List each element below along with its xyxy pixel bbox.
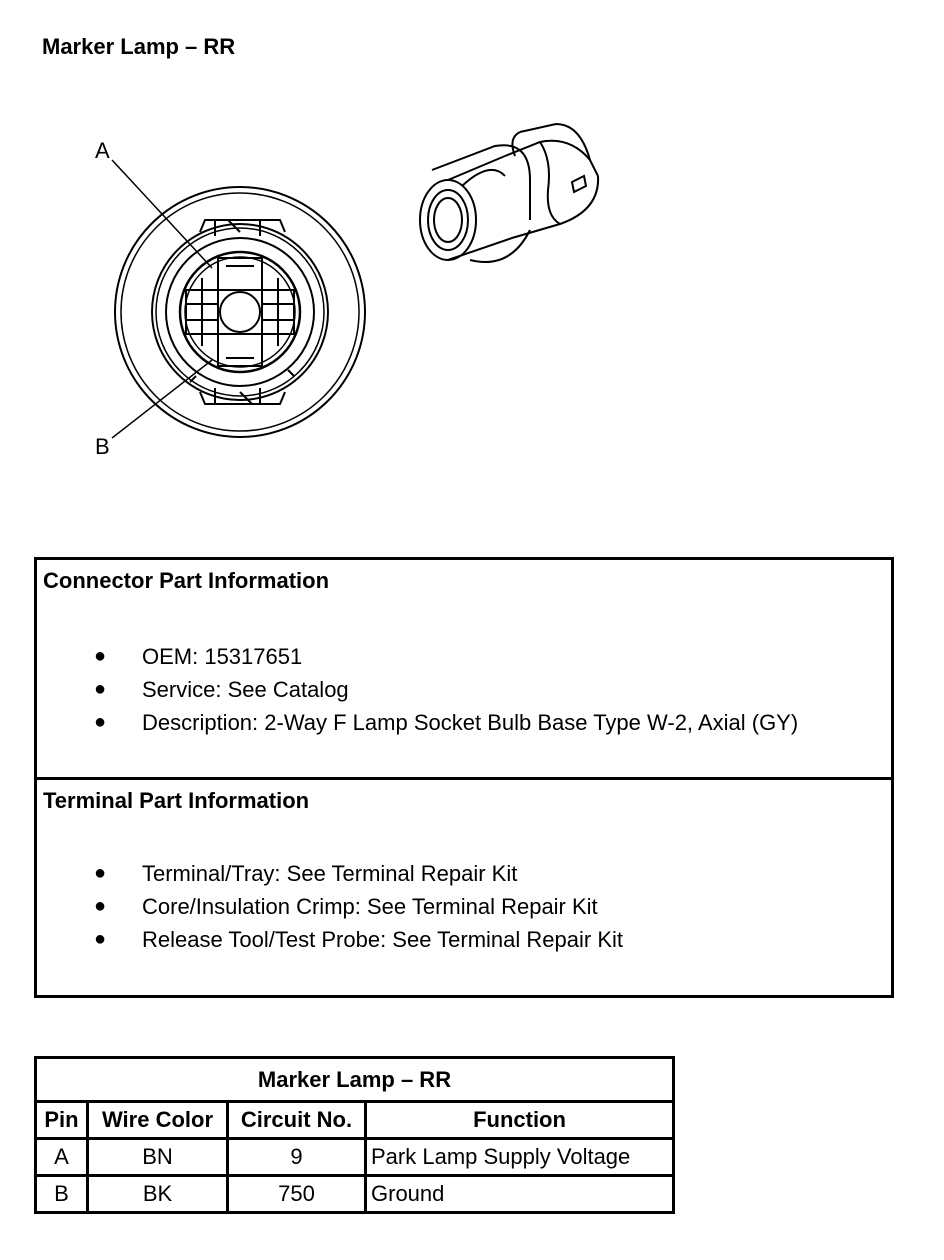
cell-function: Park Lamp Supply Voltage — [364, 1137, 675, 1177]
bullet-icon: ● — [94, 711, 107, 733]
callout-b: B — [95, 434, 110, 459]
header-circuit-no: Circuit No. — [226, 1100, 367, 1140]
connector-side-view — [419, 122, 600, 263]
header-pin: Pin — [34, 1100, 89, 1140]
list-item-text: Service: See Catalog — [142, 677, 349, 702]
list-item-text: Core/Insulation Crimp: See Terminal Repa… — [142, 894, 598, 919]
table-row: A BN 9 Park Lamp Supply Voltage — [34, 1137, 675, 1177]
list-item-text: OEM: 15317651 — [142, 644, 303, 669]
page-title: Marker Lamp – RR — [42, 34, 236, 59]
cell-circuit-no: 9 — [226, 1137, 367, 1177]
cell-pin: B — [34, 1174, 89, 1214]
bullet-icon: ● — [94, 862, 107, 884]
table-row: B BK 750 Ground — [34, 1174, 675, 1214]
cell-wire-color: BN — [86, 1137, 229, 1177]
cell-wire-color: BK — [86, 1174, 229, 1214]
list-item-text: Description: 2-Way F Lamp Socket Bulb Ba… — [142, 710, 799, 735]
list-item: ● Core/Insulation Crimp: See Terminal Rep… — [37, 890, 623, 923]
connector-part-info: Connector Part Information ● OEM: 1531765… — [34, 557, 894, 780]
connector-face-view — [114, 186, 366, 438]
cell-pin: A — [34, 1137, 89, 1177]
list-item: ● Release Tool/Test Probe: See Terminal R… — [37, 923, 623, 956]
list-item: ● Service: See Catalog — [37, 673, 798, 706]
terminal-info-heading: Terminal Part Information — [43, 788, 310, 813]
connector-info-heading: Connector Part Information — [43, 568, 330, 593]
list-item: ● Terminal/Tray: See Terminal Repair Kit — [37, 857, 623, 890]
cell-function: Ground — [364, 1174, 675, 1214]
pin-table: Marker Lamp – RR Pin Wire Color Circuit … — [34, 1056, 675, 1214]
cell-circuit-no: 750 — [226, 1174, 367, 1214]
bullet-icon: ● — [94, 895, 107, 917]
header-wire-color: Wire Color — [86, 1100, 229, 1140]
connector-info-list: ● OEM: 15317651 ● Service: See Catalog ● De… — [37, 640, 798, 739]
bullet-icon: ● — [94, 678, 107, 700]
terminal-part-info: Terminal Part Information ● Terminal/Tray… — [34, 777, 894, 998]
connector-diagram: A B — [95, 122, 600, 459]
bullet-icon: ● — [94, 928, 107, 950]
callout-a: A — [95, 138, 110, 163]
bullet-icon: ● — [94, 645, 107, 667]
list-item-text: Terminal/Tray: See Terminal Repair Kit — [142, 861, 518, 886]
header-function: Function — [364, 1100, 675, 1140]
terminal-info-list: ●Terminal/Tray: See Terminal Repair Kit … — [37, 857, 623, 956]
list-item-text: Release Tool/Test Probe: See Terminal Re… — [142, 927, 623, 952]
pin-table-caption: Marker Lamp – RR — [34, 1056, 675, 1103]
list-item: ● OEM: 15317651 — [37, 640, 798, 673]
list-item: ● Description: 2-Way F Lamp Socket Bulb B… — [37, 706, 798, 739]
